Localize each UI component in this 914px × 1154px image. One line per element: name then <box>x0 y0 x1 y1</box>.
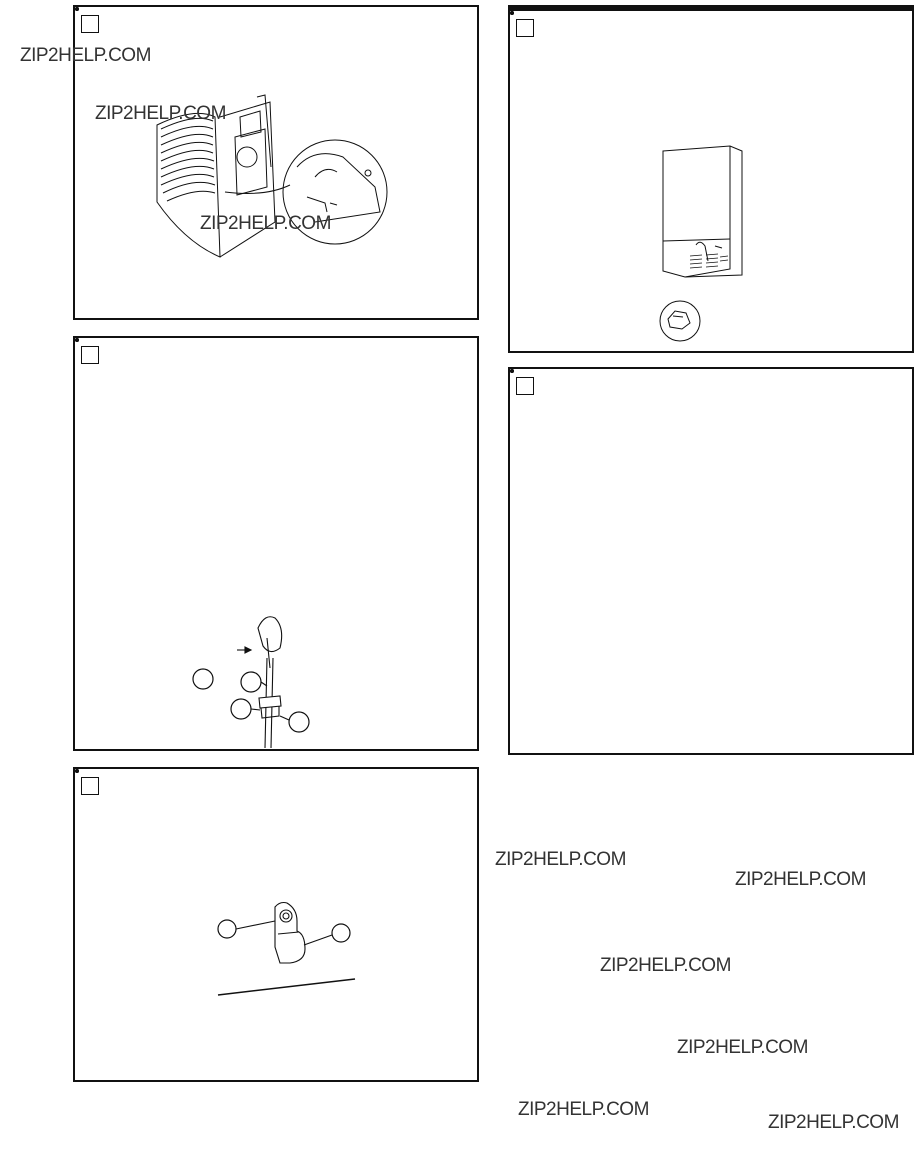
panel-bottom-left <box>73 767 479 1082</box>
dryer-cabinet-illustration <box>659 145 743 342</box>
watermark: ZIP2HELP.COM <box>600 955 731 976</box>
panel-middle-right <box>508 367 914 755</box>
watermark: ZIP2HELP.COM <box>95 103 226 124</box>
step-number-box <box>81 346 99 364</box>
lint-filter-illustration <box>156 94 388 258</box>
watermark: ZIP2HELP.COM <box>20 45 151 66</box>
watermark: ZIP2HELP.COM <box>495 849 626 870</box>
panel-top-left <box>73 5 479 320</box>
watermark: ZIP2HELP.COM <box>735 869 866 890</box>
step-number-box <box>516 19 534 37</box>
watermark: ZIP2HELP.COM <box>677 1037 808 1058</box>
panel-middle-left <box>73 336 479 751</box>
hose-clamp-illustration <box>192 616 310 749</box>
panel-top-right <box>508 5 914 353</box>
step-number-box <box>81 15 99 33</box>
step-number-box <box>81 777 99 795</box>
watermark: ZIP2HELP.COM <box>768 1112 899 1133</box>
step-number-box <box>516 377 534 395</box>
clip-bracket-illustration <box>217 901 356 996</box>
watermark: ZIP2HELP.COM <box>200 213 331 234</box>
watermark: ZIP2HELP.COM <box>518 1099 649 1120</box>
